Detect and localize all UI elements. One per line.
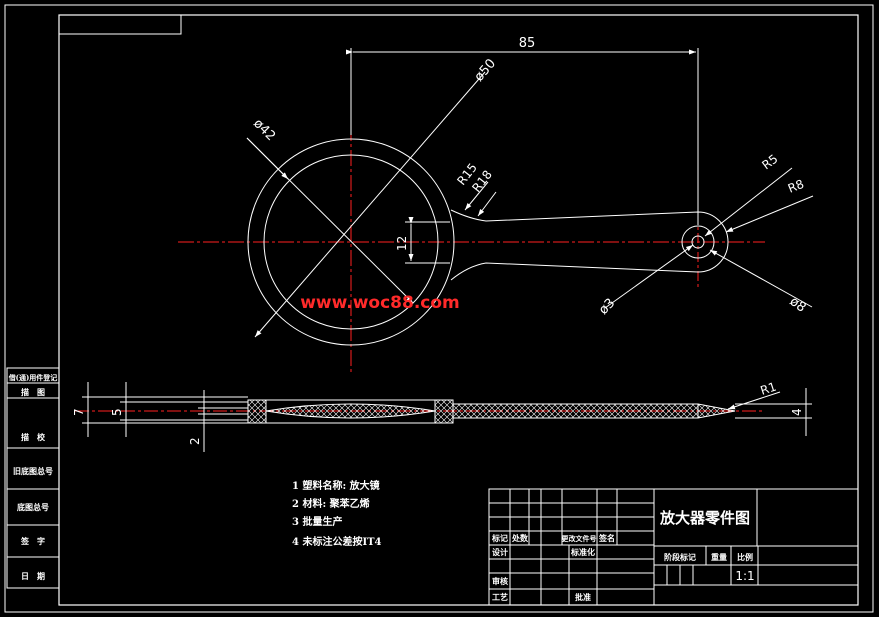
tb-weight: 重量 [711,552,727,562]
tb-header-mark: 标记 [491,533,508,543]
note-2: 2 材料: 聚苯乙烯 [292,497,370,510]
side-label-2: 描 校 [21,432,46,442]
tb-header-sign: 签名 [598,533,615,543]
tb-scale-value: 1:1 [735,569,754,583]
dim-dia8-text: ø8 [787,294,809,316]
note-1: 1 塑料名称: 放大镜 [292,479,380,492]
side-label-6: 日 期 [21,571,45,581]
tb-design: 设计 [492,547,508,557]
tb-header-change-doc: 更改文件号 [562,534,597,543]
handle-outline [450,209,729,281]
title-block [488,488,859,606]
dim-5-text: 5 [110,408,124,416]
side-view [75,382,812,452]
note-3: 3 批量生产 [292,515,342,528]
side-label-0: 借(通)用件登记 [8,373,58,382]
dim-dia42-text: ø42 [250,116,278,144]
side-label-5: 签 字 [20,536,45,546]
outer-border [4,4,874,613]
lens-inner-circle [263,154,439,330]
corner-box [58,14,182,35]
dim-12-text: 12 [395,236,409,251]
top-view [178,48,814,375]
handle-end-circle [681,225,715,259]
dim-dia50-line [254,71,486,338]
inner-border [58,14,859,606]
watermark-text: www.woc88.com [300,293,460,313]
dim-r5-text: R5 [759,152,780,173]
tb-stage-mark: 阶段标记 [664,552,696,562]
side-label-1: 描 图 [21,387,45,397]
note-4: 4 未标注公差按IT4 [292,535,382,548]
dim-r8-text: R8 [786,177,806,196]
lens-outer-circle [247,138,455,346]
side-label-strip [6,367,60,589]
tb-header-count: 处数 [511,533,529,543]
side-label-4: 底图总号 [16,502,49,512]
handle-hole-circle [691,235,705,249]
tb-approve: 批准 [575,592,591,602]
dim-2-text: 2 [188,437,202,445]
dim-r1-text: R1 [759,380,779,398]
side-label-3: 旧底图总号 [13,466,53,476]
tb-scale: 比例 [737,552,753,562]
dim-7-text: 7 [72,408,86,416]
dim-85-text: 85 [519,36,536,51]
tb-standardize: 标准化 [570,547,595,557]
tb-process: 工艺 [492,592,508,602]
tb-review: 审核 [492,576,508,586]
dim-4-text: 4 [790,408,804,416]
dim-dia3-text: ø3 [596,296,618,318]
drawing-title: 放大器零件图 [659,509,750,527]
dim-dia50-text: ø50 [472,56,499,84]
